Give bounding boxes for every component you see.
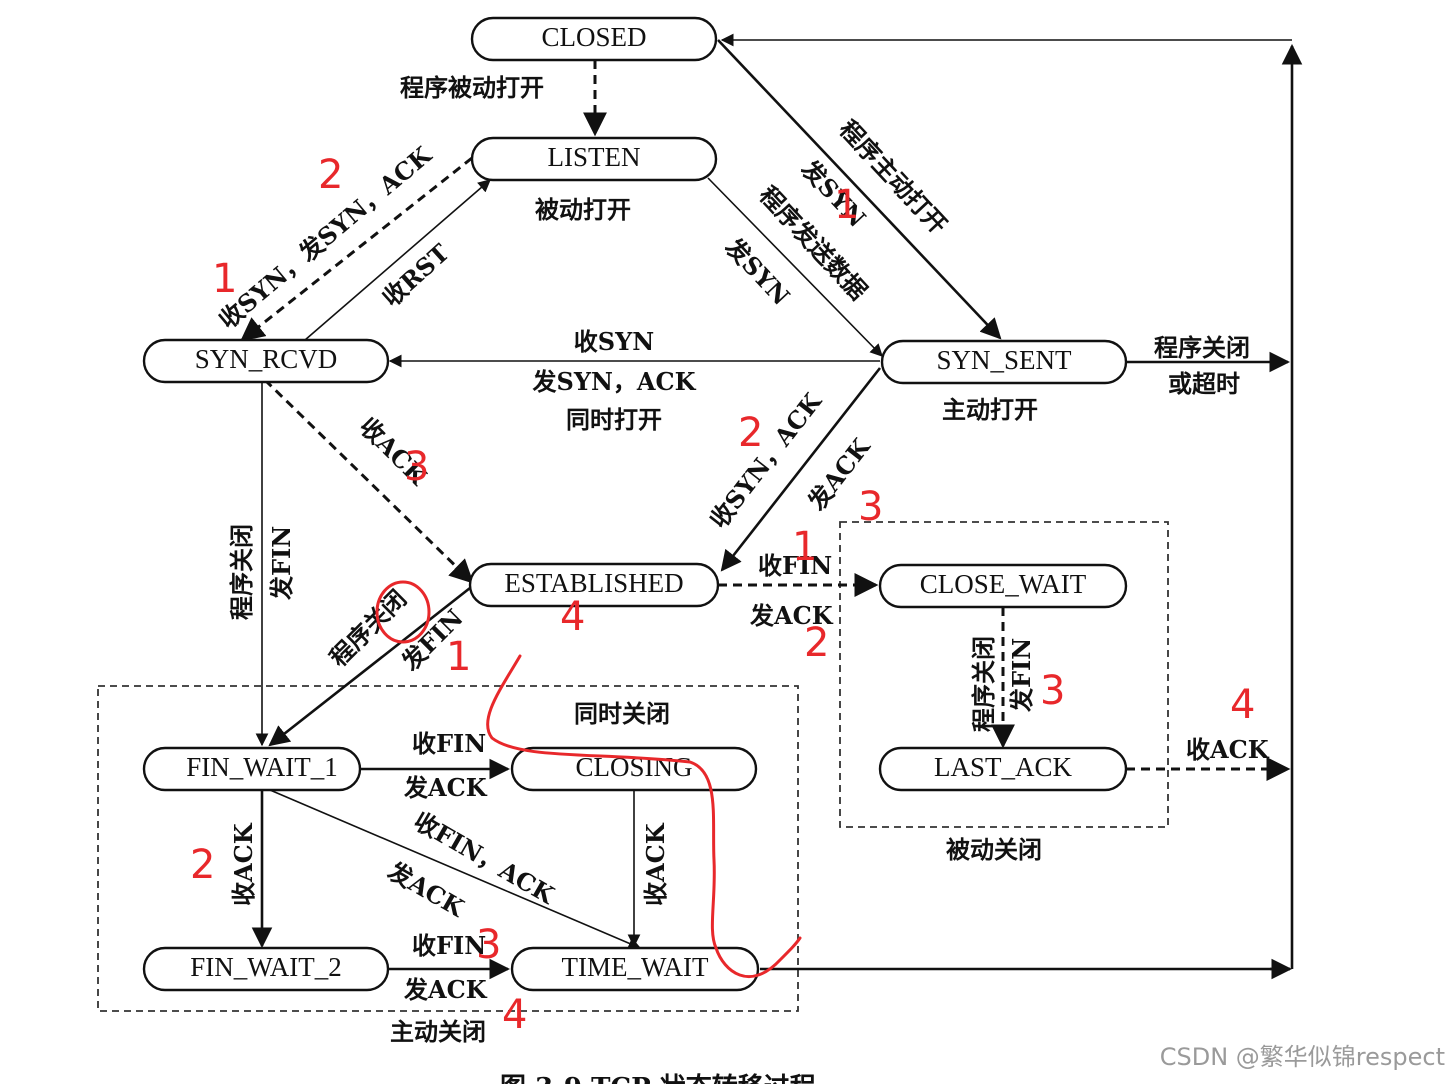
state-close-wait: CLOSE_WAIT [878,563,1128,609]
edge-established-finwait1 [268,586,471,747]
ink-number-1a: 1 [212,256,237,302]
state-fin-wait-2-label: FIN_WAIT_2 [190,952,341,982]
state-syn-rcvd-label: SYN_RCVD [195,344,338,374]
label-send-ack-2: 发ACK [749,601,834,630]
label-prog-close-1: 程序关闭 [227,524,256,620]
edge-synsent-established [720,367,882,572]
label-recv-fin-3: 收FIN [412,931,486,960]
label-recv-fin-1: 收FIN [758,551,832,580]
state-listen: LISTEN [470,136,718,182]
state-established: ESTABLISHED [468,562,720,608]
label-recv-rst: 收RST [377,238,455,313]
label-passive-open: 被动打开 [535,195,631,224]
state-time-wait: TIME_WAIT [510,946,760,992]
figure-caption: 图 3-9 TCP 状态转移过程 [500,1072,816,1084]
state-fin-wait-2: FIN_WAIT_2 [142,946,390,992]
label-passive-close: 被动关闭 [946,835,1042,864]
state-last-ack: LAST_ACK [878,746,1128,792]
label-send-ack-4: 发ACK [382,856,470,923]
label-prog-close-timeout-1: 程序关闭 [1154,333,1250,362]
label-prog-close-3: 程序关闭 [969,636,998,732]
state-syn-rcvd: SYN_RCVD [142,338,390,384]
ink-number-2a: 2 [318,152,343,198]
label-recv-ack-2: 收ACK [229,822,258,906]
ink-circle [375,580,431,644]
state-established-label: ESTABLISHED [504,568,683,598]
state-syn-sent: SYN_SENT [880,339,1128,385]
ink-number-4c: 4 [502,992,527,1038]
edge-finwait1-timewait [269,789,642,950]
state-close-wait-label: CLOSE_WAIT [920,569,1087,599]
label-recv-fin-2: 收FIN [412,729,486,758]
state-fin-wait-1: FIN_WAIT_1 [142,746,362,792]
ink-number-4a: 4 [560,594,585,640]
state-listen-label: LISTEN [548,142,641,172]
ink-number-4b: 4 [1230,682,1255,728]
state-last-ack-label: LAST_ACK [934,752,1073,782]
watermark: CSDN @繁华似锦respect [1159,1043,1445,1071]
label-simul-send-syn-ack: 发SYN，ACK [532,367,697,396]
edge-listen-synsent [707,177,883,357]
label-simul-close: 同时关闭 [574,699,670,728]
edge-synrcvd-established [263,378,474,584]
label-simul-open: 同时打开 [566,405,662,434]
ink-number-3d: 3 [476,922,501,968]
ink-number-3b: 3 [858,484,883,530]
ink-number-2d: 2 [190,842,215,888]
label-active-close: 主动关闭 [390,1017,486,1046]
edge-closed-synsent [717,39,1002,340]
label-send-fin-3: 发FIN [1007,638,1036,713]
edge-synrcvd-listen [304,179,491,341]
ink-number-3c: 3 [1040,668,1065,714]
state-closed-label: CLOSED [541,22,646,52]
ink-number-3a: 3 [404,444,429,490]
state-time-wait-label: TIME_WAIT [562,952,709,982]
label-passive-open-prog: 程序被动打开 [400,73,544,102]
label-send-syn-2: 发SYN [719,232,796,311]
ink-curve [486,654,802,979]
ink-number-2c: 2 [804,620,829,666]
label-recv-ack-3: 收ACK [641,822,670,906]
label-send-fin-1: 发FIN [267,526,296,601]
state-syn-sent-label: SYN_SENT [936,345,1072,375]
label-simul-recv-syn: 收SYN [574,327,654,356]
label-active-open: 主动打开 [942,395,1038,424]
label-send-ack-3: 发ACK [403,773,488,802]
passive-close-region [839,521,1169,828]
ink-number-1b: 1 [834,182,859,228]
edge-listen-synrcvd [240,156,473,342]
ink-number-1d: 1 [446,634,471,680]
label-prog-close-timeout-2: 或超时 [1168,369,1240,398]
ink-number-2b: 2 [738,410,763,456]
ink-number-1c: 1 [792,524,817,570]
label-recv-ack-4: 收ACK [1186,735,1270,764]
active-close-region [97,685,799,1012]
state-closed: CLOSED [470,16,718,62]
state-fin-wait-1-label: FIN_WAIT_1 [186,752,337,782]
label-send-ack-5: 发ACK [403,975,488,1004]
